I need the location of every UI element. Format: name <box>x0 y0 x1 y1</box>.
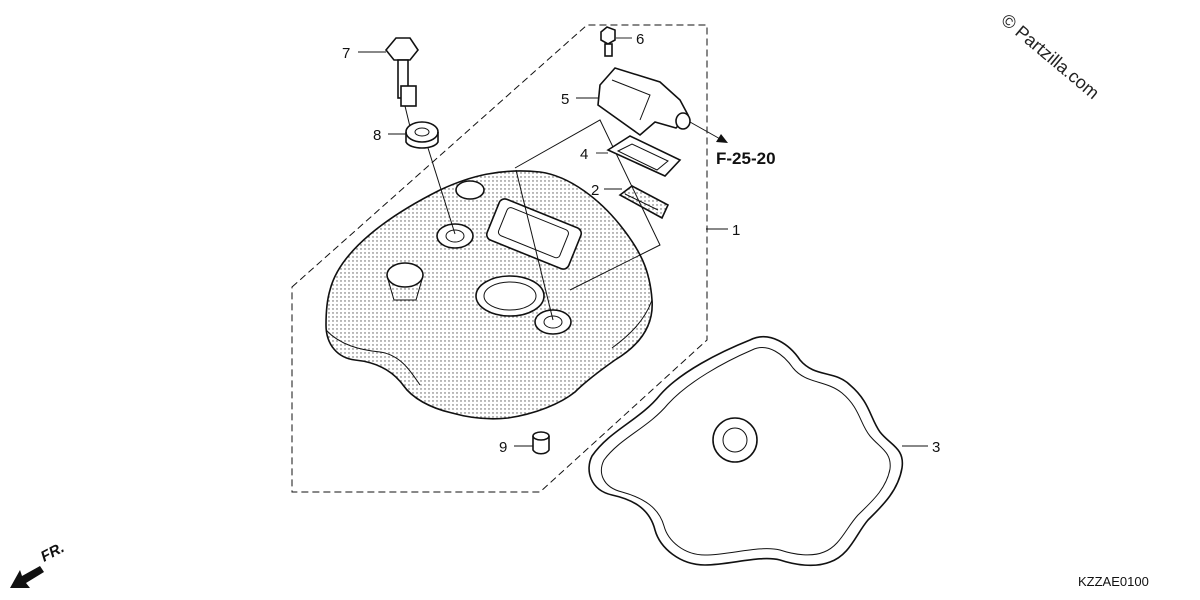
assembly-guide-line <box>515 169 554 321</box>
bolt-part-7[interactable] <box>384 37 419 136</box>
callout-5: 5 <box>561 91 569 108</box>
front-indicator: FR. <box>10 539 67 588</box>
callout-1: 1 <box>732 222 740 239</box>
callout-7: 7 <box>342 45 350 62</box>
callout-6: 6 <box>636 31 644 48</box>
breather-cover-part-5[interactable] <box>597 67 691 137</box>
callout-3: 3 <box>932 439 940 456</box>
assembly-boundary-dashed <box>291 24 708 493</box>
washer-part-8[interactable] <box>405 121 439 149</box>
breather-subassembly-dashed <box>514 119 661 291</box>
callout-8: 8 <box>373 127 381 144</box>
cylinder-head-cover[interactable] <box>325 170 653 420</box>
callout-9: 9 <box>499 439 507 456</box>
separator-part-2[interactable] <box>618 185 670 220</box>
watermark: © Partzilla.com <box>997 10 1103 103</box>
reference-arrow <box>689 121 723 141</box>
reference-arrowhead <box>716 134 728 143</box>
gasket-part-4[interactable] <box>606 135 682 177</box>
dowel-part-9[interactable] <box>532 431 550 455</box>
diagram-code: KZZAE0100 <box>1078 574 1149 589</box>
callout-2: 2 <box>591 182 599 199</box>
callout-4: 4 <box>580 146 588 163</box>
front-arrow-icon <box>10 566 44 588</box>
front-label: FR. <box>38 539 67 565</box>
head-cover-gasket-part-3[interactable] <box>588 335 904 567</box>
assembly-guide-line <box>427 147 456 235</box>
reference-label: F-25-20 <box>716 149 776 168</box>
bolt-part-6[interactable] <box>600 26 616 57</box>
